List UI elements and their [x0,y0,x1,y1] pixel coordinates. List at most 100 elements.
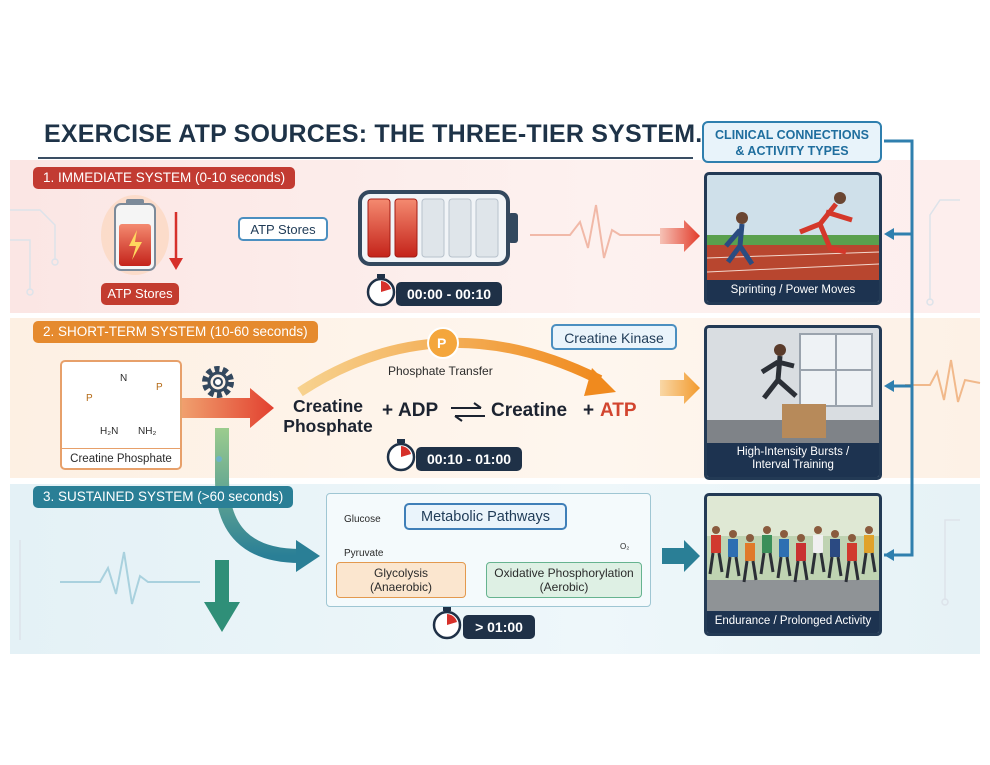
runner-legs [861,552,877,575]
pyruvate-label: Pyruvate [344,548,384,559]
runner-legs [708,552,724,575]
activity-caption-sprinting: Sprinting / Power Moves [707,280,879,302]
equation-plus-1: + [382,400,394,421]
glucose-label: Glucose [344,514,381,525]
equation-atp: ATP [600,400,637,421]
atp-store-battery-icon [101,195,169,275]
gear-icon [202,366,234,398]
circuit-decoration [10,199,960,640]
battery-cell-empty [475,198,499,258]
runner-body [745,543,755,561]
oxidative-phosphorylation-box: Oxidative Phosphorylation (Aerobic) [486,562,642,598]
runner-head [763,526,771,534]
activity-card-sprinting: Sprinting / Power Moves [704,172,882,305]
activity-card-endurance: Endurance / Prolonged Activity [704,493,882,636]
runner-head [712,526,720,534]
runner-body [830,539,840,557]
title-rule [38,157,693,159]
phosphate-transfer-label: Phosphate Transfer [388,364,493,378]
battery-cell-empty [421,198,445,258]
equation-reactant1-line1: Creatine [292,396,364,416]
ecg-wave-sustained [60,551,200,605]
runner-legs [793,560,809,583]
ecg-wave-immediate [530,204,660,259]
runner-body [847,543,857,561]
runner-body [711,535,721,553]
runner-body [779,539,789,557]
page-title: EXERCISE ATP SOURCES: THE THREE-TIER SYS… [44,120,703,148]
activity-caption-interval: High-Intensity Bursts / Interval Trainin… [707,443,879,477]
oxygen-label: O₂ [620,542,630,551]
metabolic-pathways-label: Metabolic Pathways [404,503,567,530]
ecg-wave-short-term [905,359,981,403]
runner-legs [844,560,860,583]
runner-body [864,535,874,553]
molecule-nitrogen: N [120,373,128,384]
runner-legs [827,556,843,579]
activity-caption-endurance: Endurance / Prolonged Activity [707,611,879,633]
sprint-scene [706,175,880,283]
clinical-connections-header: CLINICAL CONNECTIONS & ACTIVITY TYPES [702,121,882,163]
equilibrium-arrows [451,402,485,422]
glycolysis-line1: Glycolysis [373,566,428,580]
immediate-timer: 00:00 - 00:10 [396,282,502,306]
equation-adp: ADP [398,400,439,421]
glycolysis-box: Glycolysis (Anaerobic) [336,562,466,598]
arrow-to-activity-short-term [660,372,700,404]
equation-plus-2: + [583,400,595,421]
runner-legs [759,552,775,575]
runner-head [746,534,754,542]
oxphos-line2: (Aerobic) [539,580,589,594]
runner-head [780,530,788,538]
runner-head [797,534,805,542]
sustained-system-label: 3. SUSTAINED SYSTEM (>60 seconds) [33,486,294,508]
runner-body [813,535,823,553]
molecule-phosphorus-2: P [156,382,163,393]
runner-body [762,535,772,553]
interval-training-scene [707,328,879,443]
clinical-header-line1: CLINICAL CONNECTIONS [715,128,869,142]
endurance-scene [707,496,879,612]
oxphos-line1: Oxidative Phosphorylation [494,566,634,580]
creatine-phosphate-card [60,360,182,470]
phosphate-symbol: P [437,335,447,351]
equation-creatine-phosphate: Creatine Phosphate [281,396,375,436]
arrow-to-activity-sustained [662,540,700,572]
runner-body [728,539,738,557]
runner-legs [810,552,826,575]
phosphate-icon [427,327,459,359]
stopwatch-icon-sustained [432,607,462,640]
sustained-timer: > 01:00 [463,615,535,639]
short-term-timer: 00:10 - 01:00 [416,447,522,471]
creatine-phosphate-caption: Creatine Phosphate [60,448,182,470]
activity-caption-interval-line2: Interval Training [752,459,834,471]
battery-cell-filled [367,198,391,258]
molecule-nh2: NH₂ [138,426,157,437]
runner-legs [776,556,792,579]
arrow-to-equation [182,388,274,428]
clinical-connector-line [884,139,914,557]
short-term-system-label: 2. SHORT-TERM SYSTEM (10-60 seconds) [33,321,318,343]
glycolysis-line2: (Anaerobic) [369,580,433,594]
activity-card-interval: High-Intensity Bursts / Interval Trainin… [704,325,882,480]
atp-stores-label: ATP Stores [238,217,328,241]
stopwatch-icon-immediate [366,274,396,307]
runner-body [796,543,806,561]
immediate-system-label: 1. IMMEDIATE SYSTEM (0-10 seconds) [33,167,296,189]
creatine-kinase-label: Creatine Kinase [551,324,677,350]
molecule-h2n: H₂N [100,426,119,437]
runner-head [831,530,839,538]
atp-stores-icon-label: ATP Stores [101,283,179,305]
activity-caption-interval-line1: High-Intensity Bursts / [736,446,850,458]
runner-legs [725,556,741,579]
battery-cell-empty [448,198,472,258]
runner-head [729,530,737,538]
molecule-phosphorus-1: P [86,393,93,404]
runner-head [814,526,822,534]
equation-reactant1-line2: Phosphate [283,416,373,436]
equation-creatine: Creatine [491,400,568,421]
clinical-header-line2: & ACTIVITY TYPES [735,144,849,158]
arrow-to-activity-immediate [660,220,700,252]
atp-battery-gauge [358,190,518,266]
